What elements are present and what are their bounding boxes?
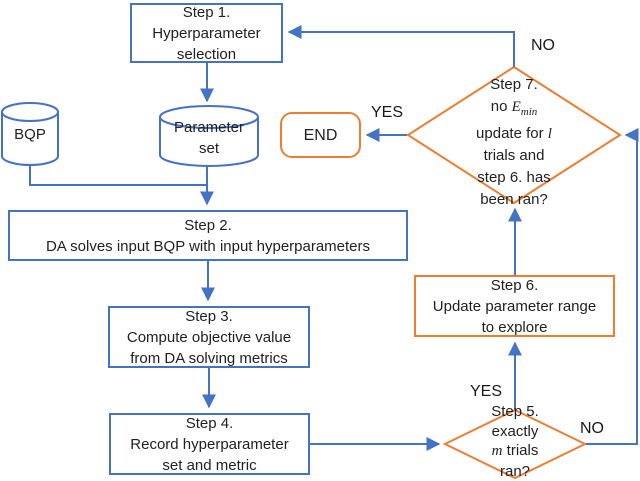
step1-box: Step 1. Hyperparameter selection xyxy=(130,3,283,63)
emin-subscript: min xyxy=(520,106,538,118)
bqp-label: BQP xyxy=(14,125,46,143)
step2-line: DA solves input BQP with input hyperpara… xyxy=(45,237,371,255)
step6-line: Step 6. xyxy=(490,276,539,294)
label-step5-yes: YES xyxy=(470,383,503,400)
parameter-set-line: set xyxy=(198,140,219,157)
parameter-set-line: Parameter xyxy=(173,119,245,136)
label-step5-no: NO xyxy=(580,420,604,437)
step3-line: from DA solving metrics xyxy=(130,349,288,367)
step4-box: Step 4. Record hyperparameter set and me… xyxy=(109,413,310,475)
step5-line: Step 5. xyxy=(491,403,539,420)
m-variable: m xyxy=(491,443,503,459)
parameter-set-cylinder-shape xyxy=(159,105,259,167)
label-step7-yes: YES xyxy=(371,104,404,121)
step7-line: been ran? xyxy=(480,191,548,208)
step5-text: Step 5. exactly m trials ran? xyxy=(455,402,575,481)
step5-diamond-shape xyxy=(442,408,588,480)
step7-line: step 6. has xyxy=(477,169,551,186)
step1-line: Step 1. xyxy=(182,3,231,21)
step1-line: Hyperparameter xyxy=(152,24,261,42)
step7-line: no Emin xyxy=(490,98,538,118)
step2-line: Step 2. xyxy=(184,216,232,234)
step4-line: Record hyperparameter xyxy=(130,435,289,453)
label-step7-no: NO xyxy=(531,37,555,54)
step6-line: Update parameter range xyxy=(432,297,597,315)
step7-line: update for l xyxy=(476,125,552,142)
step5-line: exactly xyxy=(491,422,539,440)
edge-step7-no-to-step1 xyxy=(287,25,515,67)
step4-line: set and metric xyxy=(162,456,257,474)
edge-step5-no-to-step7 xyxy=(586,128,639,445)
step7-line: Step 7. xyxy=(490,76,538,93)
step4-line: Step 4. xyxy=(185,414,234,432)
step3-box: Step 3. Compute objective value from DA … xyxy=(108,306,310,368)
step6-line: to explore xyxy=(481,318,548,336)
step6-box: Step 6. Update parameter range to explor… xyxy=(414,275,615,337)
end-label: END xyxy=(303,126,338,144)
edge-bqp-to-step2 xyxy=(29,164,206,186)
step3-line: Compute objective value xyxy=(126,328,292,346)
emin-variable: E xyxy=(511,99,521,115)
step5-line: m trials xyxy=(491,442,539,459)
end-terminator: END xyxy=(280,112,361,158)
parameter-set-label: Parameter set xyxy=(160,112,258,164)
step7-text: Step 7. no Emin update for l trials and … xyxy=(434,74,594,211)
step5-line: ran? xyxy=(499,462,531,480)
step7-diamond-shape xyxy=(406,65,622,205)
step2-box: Step 2. DA solves input BQP with input h… xyxy=(8,210,408,261)
step7-line: trials and xyxy=(483,147,545,164)
step1-line: selection xyxy=(176,45,237,63)
l-variable: l xyxy=(547,126,552,142)
step3-line: Step 3. xyxy=(185,307,233,325)
